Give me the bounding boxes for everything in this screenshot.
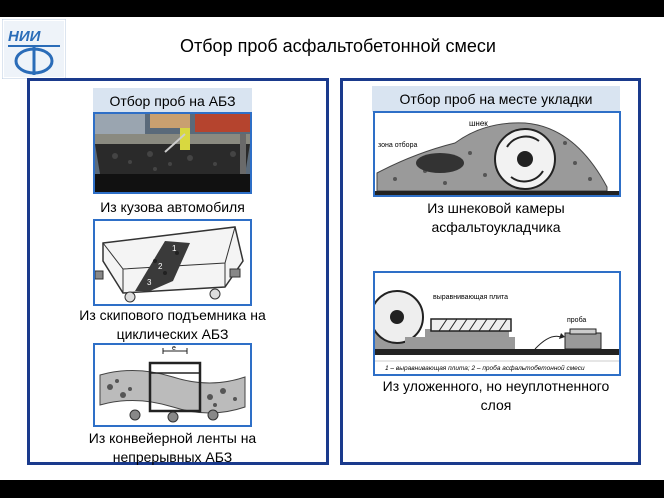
truck-caption: Из кузова автомобиля (100, 199, 245, 215)
bottom-bar (0, 480, 664, 498)
svg-text:шнек: шнек (469, 119, 488, 128)
nii-logo: НИИ (2, 19, 66, 79)
paving-site-header: Отбор проб на месте укладки (372, 86, 620, 112)
svg-text:e: e (172, 345, 176, 352)
top-bar (0, 0, 664, 17)
auger-caption: Из шнековой камеры асфальтоукладчика (427, 200, 565, 235)
svg-text:проба: проба (567, 316, 586, 324)
svg-text:зона отбора: зона отбора (378, 141, 417, 149)
svg-text:3: 3 (147, 278, 152, 287)
page-title: Отбор проб асфальтобетонной смеси (180, 36, 496, 56)
abz-header: Отбор проб на АБЗ (93, 88, 252, 114)
skip-hoist-diagram: 1 2 3 (93, 219, 252, 306)
laid-layer-diagram: выравнивающая плита проба 1 – выравниваю… (373, 271, 621, 376)
skip-hoist-caption: Из скипового подъемника на циклических А… (79, 307, 266, 342)
laid-layer-caption: Из уложенного, но неуплотненного слоя (382, 378, 610, 413)
svg-text:1 – выравнивающая плита; 2 – п: 1 – выравнивающая плита; 2 – проба асфал… (385, 364, 585, 372)
svg-text:выравнивающая плита: выравнивающая плита (433, 294, 508, 301)
conveyor-caption: Из конвейерной ленты на непрерывных АБЗ (88, 430, 257, 465)
svg-text:2: 2 (158, 262, 163, 271)
svg-text:НИИ: НИИ (8, 28, 42, 45)
auger-chamber-diagram: шнек зона отбора (373, 111, 621, 197)
truck-body-photo (93, 112, 252, 194)
conveyor-belt-diagram: e (93, 343, 252, 427)
svg-text:1: 1 (172, 244, 177, 253)
